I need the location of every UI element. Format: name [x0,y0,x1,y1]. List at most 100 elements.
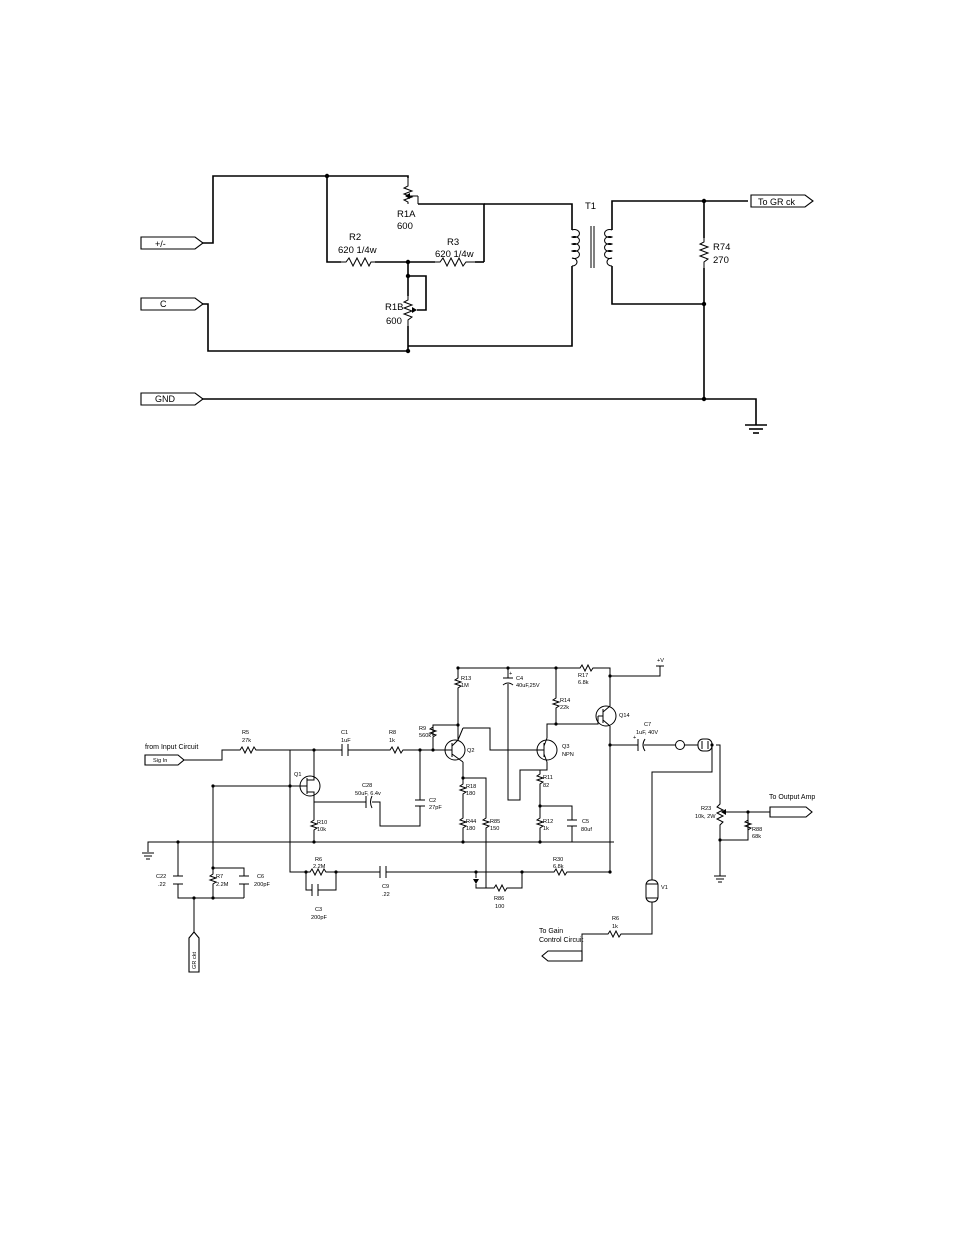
r23-ref: R23 [701,806,711,812]
q3-transistor: Q3 NPN [536,737,574,763]
c28-plate-curved [370,795,373,809]
wire-q2-emitter [462,762,487,816]
vplus-marker: +V [656,658,664,667]
q3-type: NPN [562,752,574,758]
r6b-ref: R6 [612,916,619,922]
r1b-body [402,296,414,326]
r1b-potentiometer: R1B 600 [385,296,417,327]
r44-resistor: R44 180 [458,816,476,832]
c2-value: 27pF [429,805,442,811]
r10-value: 10k [317,827,326,833]
c28-capacitor: C28 50uF, 6.4v [355,783,381,809]
r9-body [428,725,438,743]
r13-body [453,676,463,690]
sig-in-label: Sig In [153,758,167,764]
c5-ref: C5 [582,819,589,825]
port-flag [144,754,185,766]
bottom-junctions [176,666,750,900]
junction [192,896,196,900]
r86-arrow-head [473,879,479,884]
c28-value: 50uF, 6.4v [355,791,381,797]
c9-ref: C9 [382,884,389,890]
port-pm-label: +/- [155,239,166,249]
junction [554,722,558,726]
q1-jfet: Q1 [294,772,321,797]
r85-value: 150 [490,826,499,832]
r11-value: 82 [543,783,549,789]
wire-c5-top [540,805,573,820]
bottom-ground-right [714,875,726,883]
r23-potentiometer: R23 10k, 2W [695,800,726,830]
r23-body [715,800,725,830]
q2-transistor: Q2 [444,725,474,763]
r6b-body [604,929,626,939]
wire-c4-bottom [507,690,540,801]
wire-t1-primary-top [484,203,573,230]
r9-value: 560k [419,733,431,739]
r6-body [306,867,330,877]
r1a-value: 600 [397,221,413,232]
v1-device: V1 [645,879,668,903]
q3-emitter [543,753,548,763]
r86-body [492,883,508,893]
r1a-ref: R1A [397,209,416,220]
r86-potentiometer: R86 100 [473,879,508,910]
c6-ref: C6 [257,874,264,880]
vplus-label: +V [657,658,664,664]
wire-t1-primary-bottom [408,266,573,347]
junction [701,396,707,402]
wire-left-bus [326,176,341,263]
to-gain-label-1: To Gain [539,928,563,935]
r88-body [743,818,753,834]
r7-ref: R7 [216,874,223,880]
junction [405,348,411,354]
r7-resistor: R7 2.2M [208,872,229,890]
r17-body [578,663,594,673]
port-c-label: C [160,299,167,309]
r18-body [458,782,468,797]
r3-value: 620 1/4w [435,249,474,260]
junction [701,301,707,307]
v1-body [645,879,659,903]
r86-value: 100 [495,904,504,910]
c7-ref: C7 [644,722,651,728]
r44-body [458,816,468,832]
junction [608,743,612,747]
r2-body [341,256,375,268]
output-connector [675,738,713,752]
r18-ref: R18 [466,784,476,790]
port-flag [750,194,814,208]
wire-t1-secondary-bottom [611,266,704,305]
r17-resistor: R17 6.8k [578,663,594,686]
r30-body [552,867,568,877]
r85-resistor: R85 150 [481,816,500,832]
junction [211,866,215,870]
q14-emitter [602,719,611,727]
q3-body [536,739,558,761]
port-flag [140,297,204,311]
r12-resistor: R12 1k [535,816,553,832]
r6-value: 2.2M [313,864,326,870]
r3-resistor: R3 620 1/4w [435,237,475,268]
r8-ref: R8 [389,730,396,736]
junction [176,840,180,844]
r13-ref: R13 [461,676,471,682]
wire-q1-gate [289,750,302,787]
r1b-ref: R1B [385,302,403,313]
wire-q2-to-q3 [463,727,540,751]
r17-value: 6.8k [578,680,589,686]
port-to-gr: To GR ck [750,194,814,208]
q2-emitter [451,753,464,763]
r7-value: 2.2M [216,882,229,888]
junction [288,784,292,788]
junction [418,748,422,752]
wire-c3-left [305,872,312,891]
c6-capacitor: C6 200pF [239,874,270,888]
junction [718,838,722,842]
wire-feedback-left [289,786,306,873]
r17-ref: R17 [578,673,588,679]
wire-c [200,303,408,352]
r6b-resistor: R6 1k [604,916,626,939]
wire-c22-bottom [177,884,244,899]
q2-collector [451,725,459,747]
